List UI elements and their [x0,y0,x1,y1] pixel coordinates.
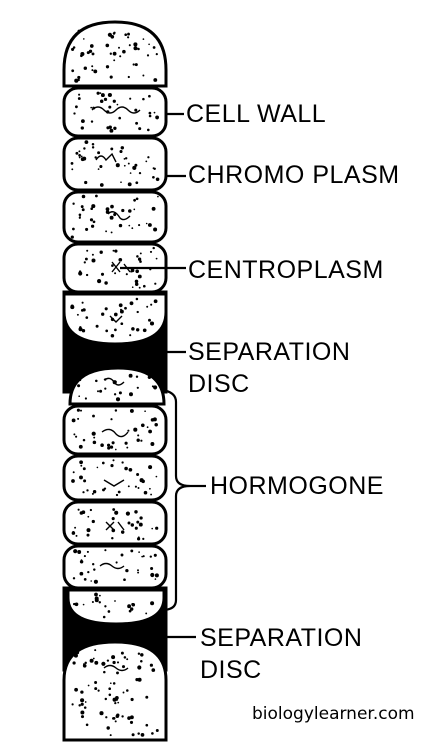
cell-6 [62,292,168,346]
label-separation-disc-1-line2: DISC [188,370,250,398]
label-centroplasm: CENTROPLASM [188,256,384,284]
label-chromoplasm: CHROMO PLASM [188,161,400,189]
label-cell-wall: CELL WALL [186,100,327,128]
label-separation-disc-2-line1: SEPARATION [200,624,363,652]
label-hormogone: HORMOGONE [210,472,384,500]
watermark: biologylearner.com [252,704,415,724]
cell-3 [62,136,168,192]
label-separation-disc-2-line2: DISC [200,656,262,684]
label-separation-disc-1-line1: SEPARATION [188,338,351,366]
cell-4 [62,190,168,244]
hormogone-cell-2 [62,404,168,456]
cell-2 [62,86,168,138]
hormogone-cell-6 [66,588,166,626]
hormogone-cell-3 [62,454,168,502]
hormogone-cell-4 [62,500,168,546]
